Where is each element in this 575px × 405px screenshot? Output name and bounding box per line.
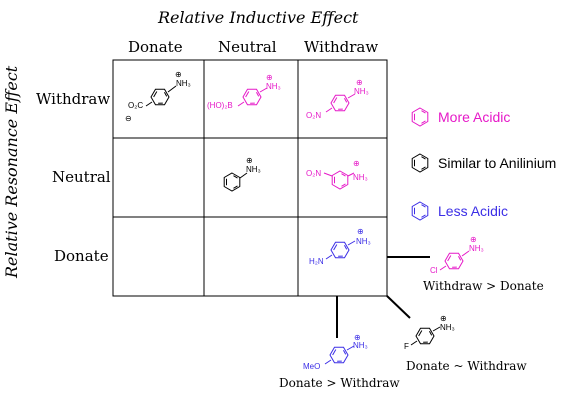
row-header-donate: Donate (54, 247, 109, 265)
fluoro-plus-charge: ⊕ (440, 314, 447, 323)
para-amino-plus-charge: ⊕ (357, 227, 364, 236)
para-nitro-substituent-label: O₂N (306, 111, 321, 120)
meta-nitro-substituent-label: O₂N (306, 169, 321, 178)
para-nitro-plus-charge: ⊕ (356, 78, 363, 87)
meta-nitro-amine-label: NH₃ (353, 173, 368, 182)
legend-ring-similar (411, 153, 429, 173)
molecule-fluoro-labels: NH₃ ⊕ F (404, 314, 455, 351)
molecule-meta-nitro (331, 170, 349, 190)
chart-title: Relative Inductive Effect (158, 8, 359, 27)
para-amino-substituent-label: H₂N (309, 257, 324, 266)
molecule-methoxy-labels: NH₃ ⊕ MeO (303, 333, 368, 371)
molecule-para-nitro-labels: NH₃ ⊕ O₂N (306, 78, 369, 120)
grid-border (112, 59, 388, 297)
captions: Withdraw > Donate Donate ~ Withdraw Dona… (279, 279, 544, 390)
boronic-substituent-label: (HO)₂B (207, 101, 233, 110)
carboxylate-substituent-label: O₂C (128, 101, 143, 110)
row-header-neutral: Neutral (52, 168, 111, 186)
molecule-anilinium (223, 172, 241, 192)
chloro-amine-label: NH₃ (469, 244, 484, 253)
molecule-chloro-labels: NH₃ ⊕ Cl (430, 235, 484, 275)
methoxy-substituent-label: MeO (303, 362, 320, 371)
molecule-boronic (240, 84, 264, 110)
column-header-withdraw: Withdraw (304, 38, 379, 56)
connector-fluoro (386, 295, 411, 319)
molecule-carboxylate-labels: NH₃ ⊕ O₂C ⊖ (125, 70, 191, 123)
carboxylate-amine-label: NH₃ (176, 79, 191, 88)
fluoro-amine-label: NH₃ (440, 323, 455, 332)
molecule-meta-nitro-labels: NH₃ ⊕ O₂N (306, 159, 368, 182)
para-nitro-amine-label: NH₃ (354, 87, 369, 96)
molecule-boronic-labels: NH₃ ⊕ (HO)₂B (207, 73, 281, 110)
caption-chloro: Withdraw > Donate (423, 279, 544, 293)
molecule-methoxy (327, 342, 351, 368)
boronic-amine-label: NH₃ (266, 82, 281, 91)
caption-methoxy: Donate > Withdraw (279, 376, 400, 390)
caption-fluoro: Donate ~ Withdraw (406, 359, 527, 373)
legend: More Acidic Similar to Anilinium Less Ac… (411, 107, 556, 221)
chloro-plus-charge: ⊕ (470, 235, 477, 244)
molecule-para-amino-labels: NH₃ ⊕ H₂N (309, 227, 371, 266)
molecule-fluoro (413, 323, 437, 349)
column-header-donate: Donate (128, 38, 183, 56)
legend-ring-less-acidic (411, 201, 429, 221)
fluoro-substituent-label: F (404, 342, 409, 351)
carboxylate-minus-charge: ⊖ (125, 114, 132, 123)
molecule-para-nitro (328, 90, 352, 116)
chloro-substituent-label: Cl (430, 266, 438, 275)
legend-label-less-acidic: Less Acidic (438, 203, 508, 219)
legend-label-more-acidic: More Acidic (438, 109, 510, 125)
meta-nitro-plus-charge: ⊕ (353, 159, 360, 168)
methoxy-amine-label: NH₃ (353, 341, 368, 350)
para-amino-amine-label: NH₃ (356, 237, 371, 246)
legend-label-similar: Similar to Anilinium (438, 155, 556, 171)
molecule-para-amino (328, 237, 352, 263)
molecule-carboxylate (148, 84, 172, 110)
methoxy-plus-charge: ⊕ (354, 333, 361, 342)
matrix-grid (112, 59, 388, 297)
row-header-withdraw: Withdraw (36, 90, 111, 108)
column-header-neutral: Neutral (218, 38, 277, 56)
carboxylate-plus-charge: ⊕ (175, 70, 182, 79)
boronic-plus-charge: ⊕ (266, 73, 273, 82)
anilinium-plus-charge: ⊕ (246, 156, 253, 165)
legend-ring-more-acidic (411, 107, 429, 127)
molecule-anilinium-labels: NH₃ ⊕ (239, 156, 261, 179)
anilinium-amine-label: NH₃ (246, 165, 261, 174)
molecule-chloro (442, 248, 466, 274)
